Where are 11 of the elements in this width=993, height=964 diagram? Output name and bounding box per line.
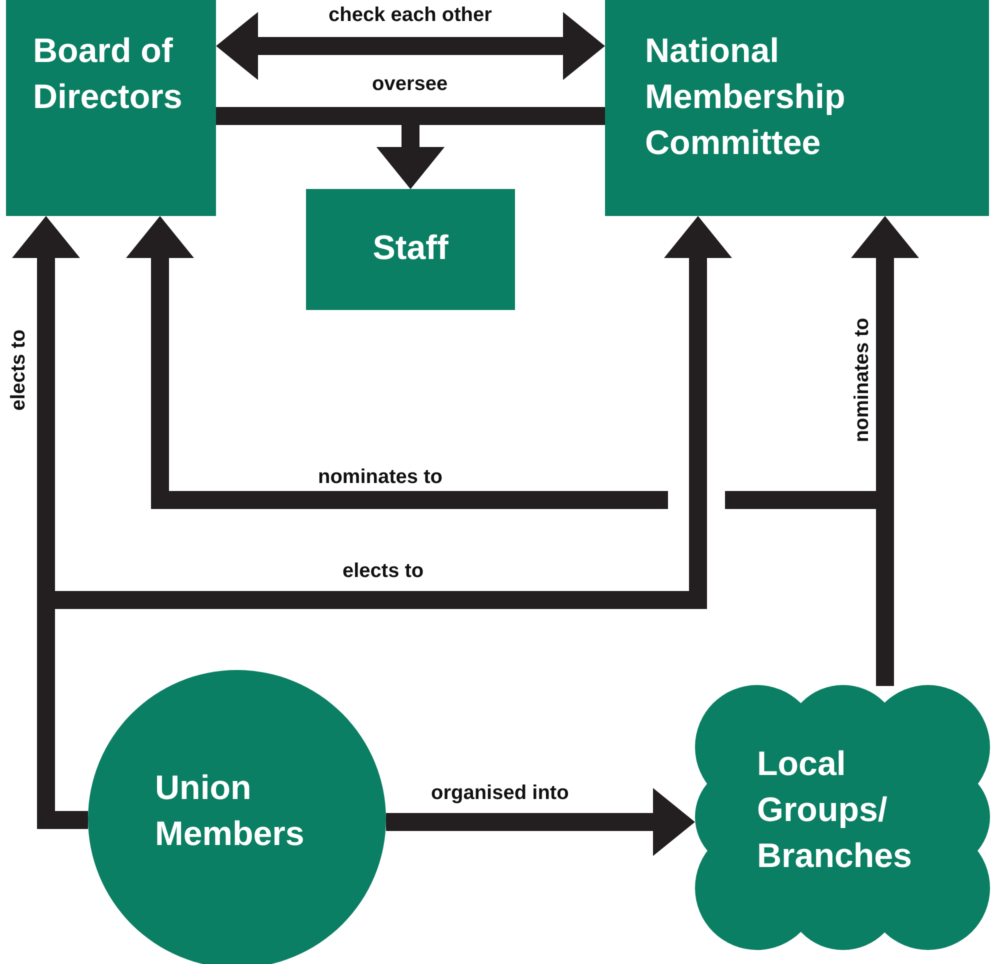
- node-label: Local Groups/ Branches: [757, 744, 913, 877]
- arrow: [216, 12, 605, 80]
- arrow: [386, 788, 695, 856]
- node-label: Staff: [372, 228, 450, 269]
- node-label: Board of Directors: [33, 31, 184, 118]
- committee-box: [605, 0, 989, 216]
- staff-box: [306, 189, 515, 310]
- arrow: [376, 107, 605, 189]
- node-label: Union Members: [155, 768, 306, 855]
- node-label: National Membership Committee: [645, 31, 846, 164]
- governance-box: [6, 0, 216, 216]
